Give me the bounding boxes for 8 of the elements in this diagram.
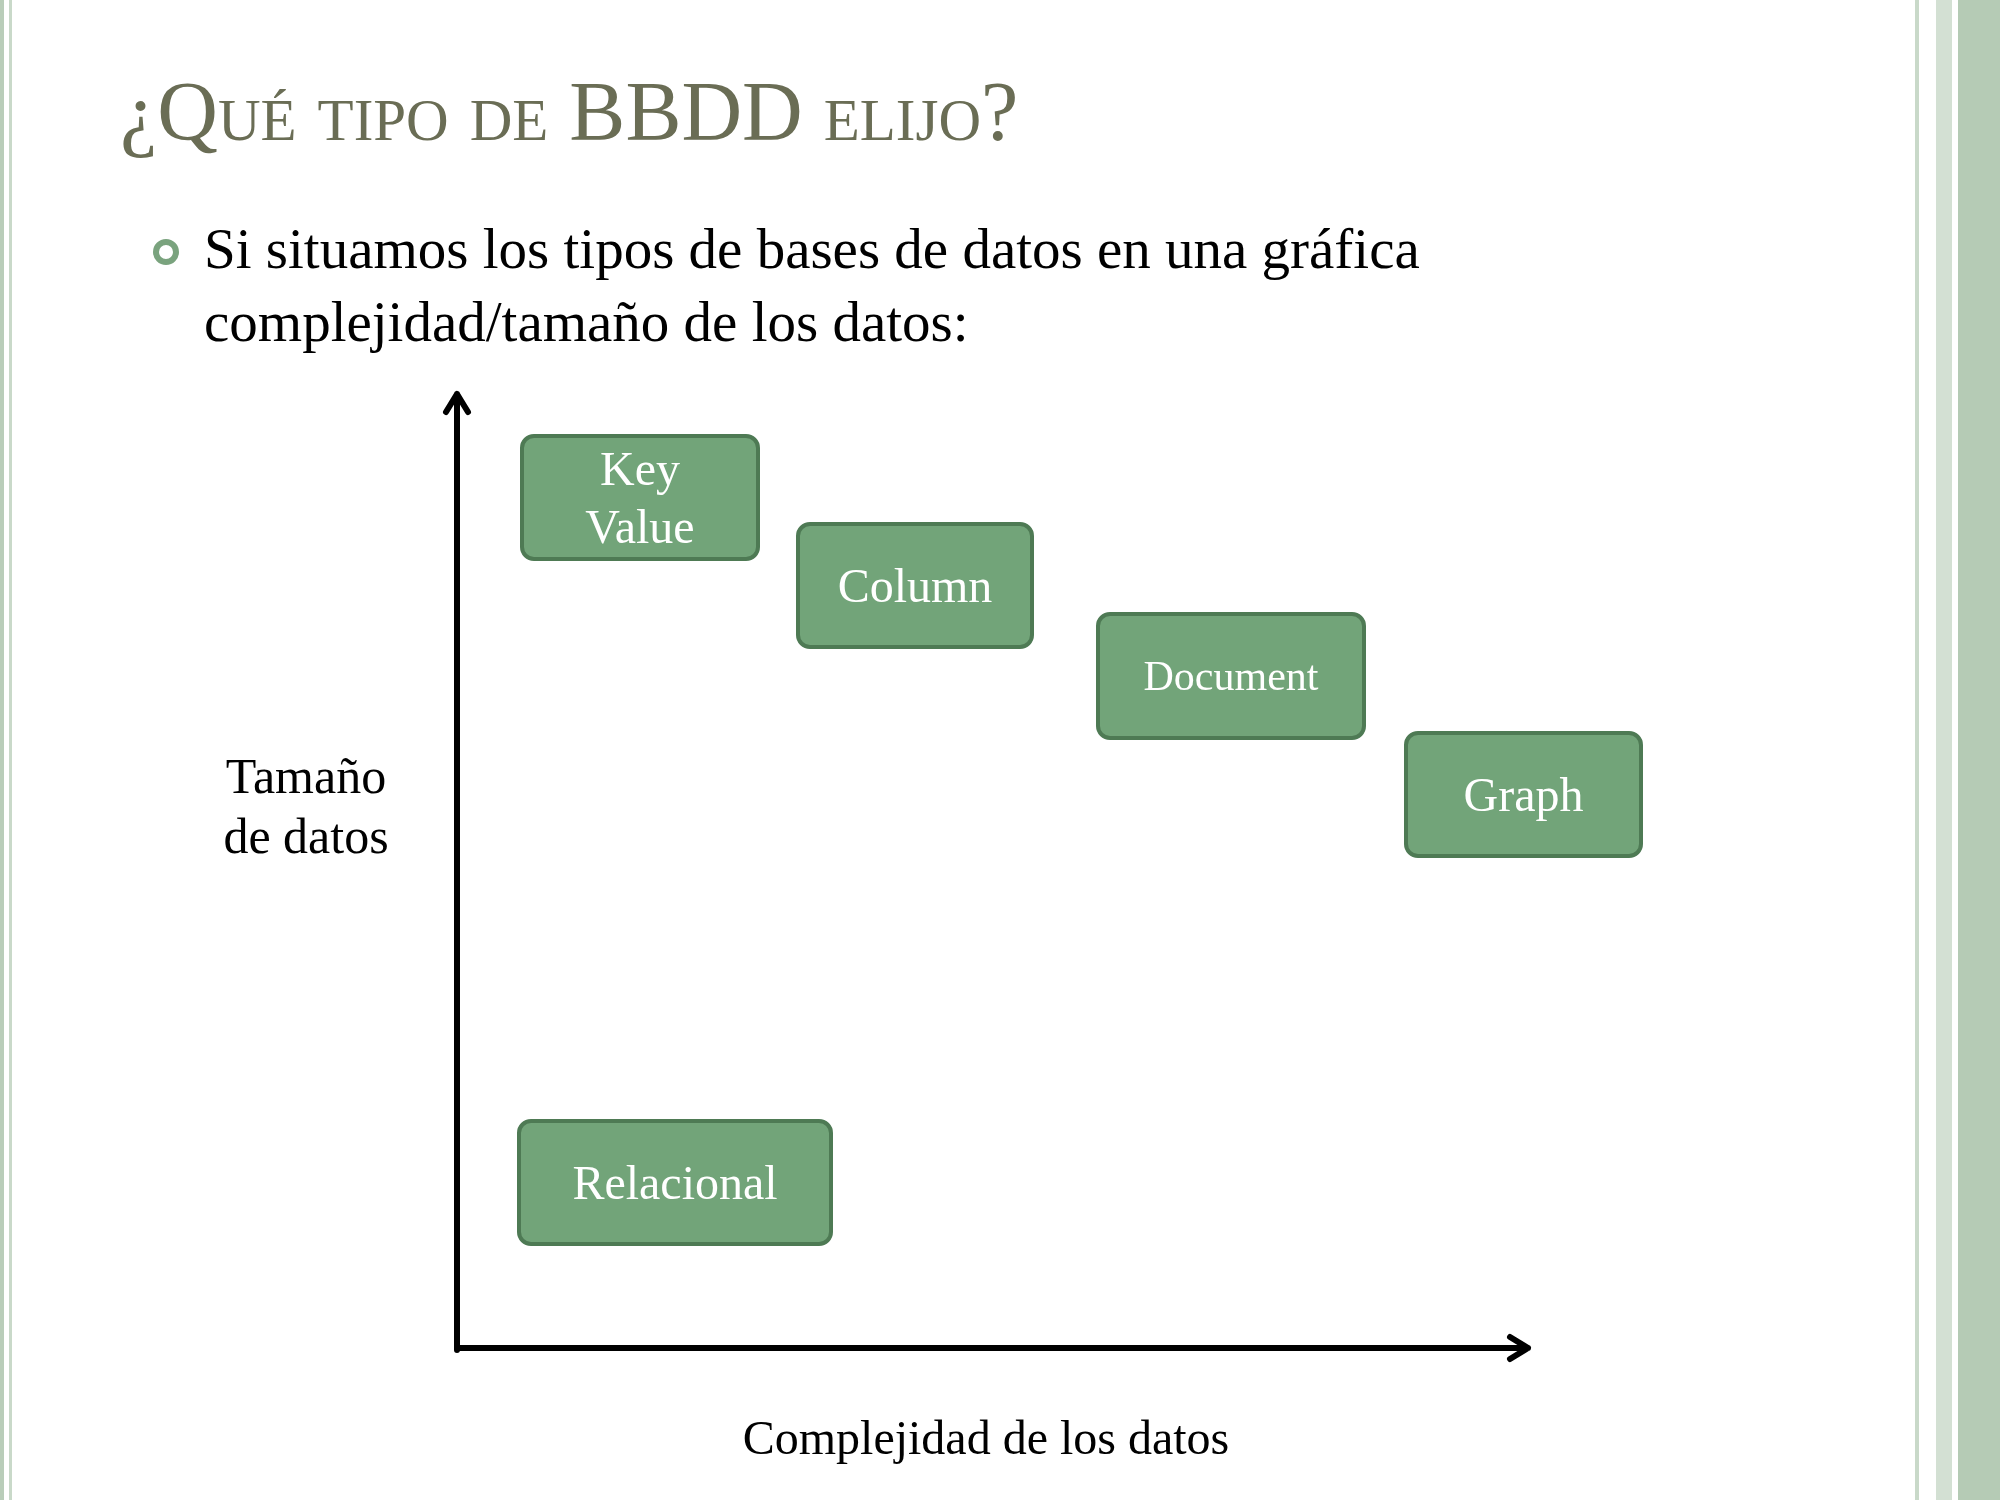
database-type-box: Column <box>796 522 1034 649</box>
database-type-box: Relacional <box>517 1119 833 1246</box>
database-type-box: Document <box>1096 612 1366 740</box>
bullet-text: Si situamos los tipos de bases de datos en una gráfica complejidad/tamaño de los datos: <box>204 216 1421 355</box>
y-axis-label: Tamaño de datos <box>222 747 390 866</box>
x-axis-label: Complejidad de los datos <box>741 1410 1231 1466</box>
database-type-box: Key Value <box>520 434 760 561</box>
database-type-box: Graph <box>1404 731 1643 858</box>
